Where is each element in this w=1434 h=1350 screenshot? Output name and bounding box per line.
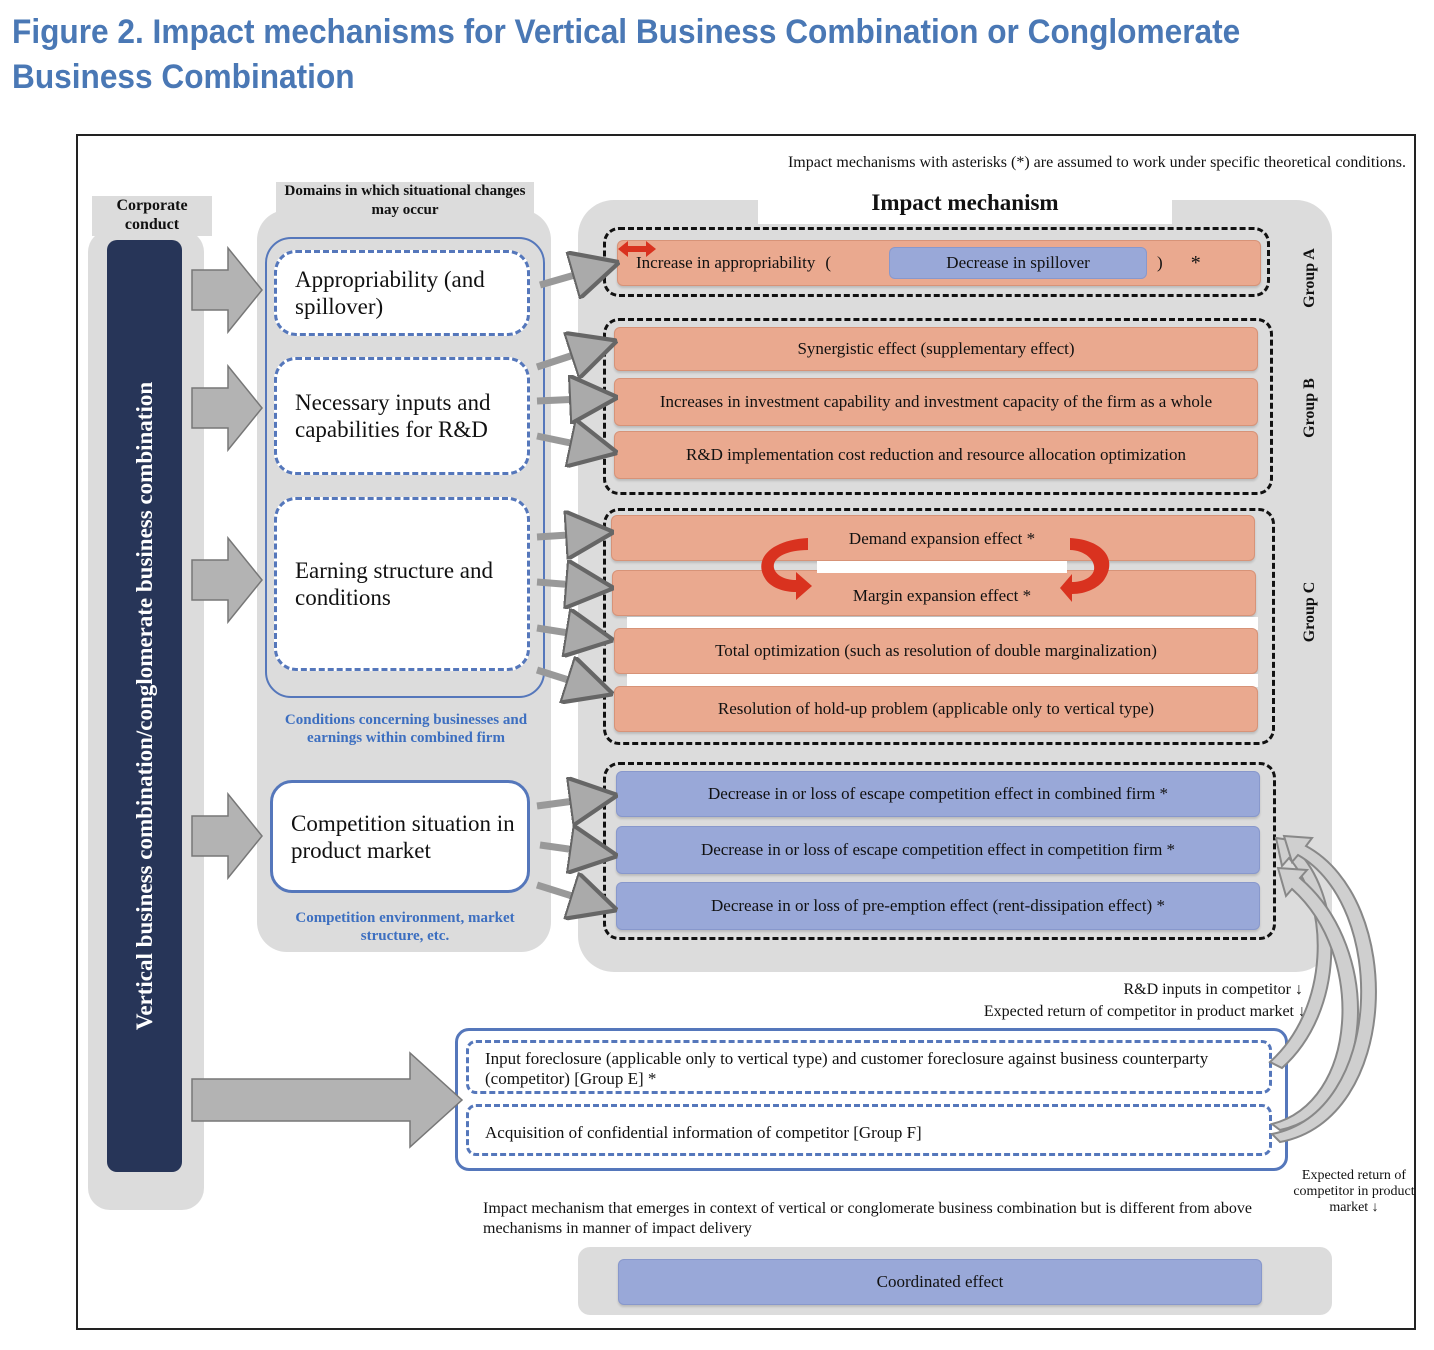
other-mechanism-note: Impact mechanism that emerges in context… — [483, 1200, 1252, 1237]
group-b-item-synergy: Synergistic effect (supplementary effect… — [614, 327, 1258, 371]
group-c-demand-row — [611, 515, 1255, 561]
group-a-asterisk: * — [1190, 251, 1201, 274]
circular-arrows — [761, 538, 1110, 602]
foreclosure-group-f: Acquisition of confidential information … — [466, 1104, 1272, 1156]
caption-competition: Competition environment, market structur… — [295, 910, 515, 944]
increase-appropriability: Increase in appropriability — [636, 253, 816, 272]
close-paren: ) — [1157, 253, 1163, 272]
rd-inputs-note: R&D inputs in competitor ↓ — [1123, 981, 1303, 998]
group-c-item-hold-up: Resolution of hold-up problem (applicabl… — [614, 686, 1258, 732]
domain-rd-inputs: Necessary inputs and capabilities for R&… — [274, 357, 530, 475]
domain-rd-inputs-label: Necessary inputs and capabilities for R&… — [295, 390, 491, 442]
corporate-conduct-header: Corporate conduct — [92, 196, 212, 236]
expected-return-small-note: Expected return of competitor in product… — [1293, 1168, 1415, 1215]
group-d-item-pre-emption: Decrease in or loss of pre-emption effec… — [616, 882, 1260, 930]
coordinated-effect: Coordinated effect — [618, 1259, 1262, 1305]
domain-competition-label: Competition situation in product market — [291, 810, 515, 863]
decrease-spillover: Decrease in spillover — [889, 247, 1148, 279]
domain-earning-structure: Earning structure and conditions — [274, 497, 530, 671]
group-a-row: Increase in appropriability ( Decrease i… — [617, 240, 1261, 286]
white-gap — [627, 674, 1258, 687]
white-gap — [627, 617, 1258, 630]
double-arrow-icon — [618, 241, 879, 271]
group-c-item-demand: Demand expansion effect * — [848, 529, 1036, 548]
impact-header-tab — [758, 186, 1172, 224]
group-c-item-margin: Margin expansion effect * — [852, 586, 1032, 605]
group-d-item-escape-competitor: Decrease in or loss of escape competitio… — [616, 826, 1260, 874]
group-b-item-investment: Increases in investment capability and i… — [614, 378, 1258, 426]
caption-conditions: Conditions concerning businesses and ear… — [284, 712, 528, 746]
page-title: Figure 2. Impact mechanisms for Vertical… — [12, 13, 1241, 96]
domain-earning-structure-label: Earning structure and conditions — [295, 558, 493, 610]
foreclosure-group-e: Input foreclosure (applicable only to ve… — [466, 1040, 1272, 1094]
open-paren: ( — [825, 253, 832, 272]
block-arrows — [191, 245, 464, 1149]
domain-competition: Competition situation in product market — [270, 780, 530, 893]
asterisk-note: Impact mechanisms with asterisks (*) are… — [787, 154, 1406, 171]
impact-header: Impact mechanism — [871, 190, 1059, 215]
thin-arrows — [535, 266, 606, 906]
expected-return-note: Expected return of competitor in product… — [983, 1003, 1306, 1020]
corporate-conduct-bar: Vertical business combination/conglomera… — [107, 240, 182, 1172]
domains-header: Domains in which situational changes may… — [276, 182, 534, 226]
group-c-item-total-optimization: Total optimization (such as resolution o… — [614, 628, 1258, 674]
panel-extension — [1281, 760, 1331, 842]
conditions-group-outline — [265, 237, 545, 698]
group-b-item-cost-reduction: R&D implementation cost reduction and re… — [614, 431, 1258, 479]
white-gap — [817, 561, 1067, 573]
domain-appropriability-label: Appropriability (and spillover) — [295, 267, 485, 319]
diagram-frame — [76, 134, 1416, 1330]
domain-appropriability: Appropriability (and spillover) — [274, 250, 530, 336]
feedback-arrows — [1268, 834, 1377, 1144]
group-d-item-escape-combined: Decrease in or loss of escape competitio… — [616, 771, 1260, 817]
